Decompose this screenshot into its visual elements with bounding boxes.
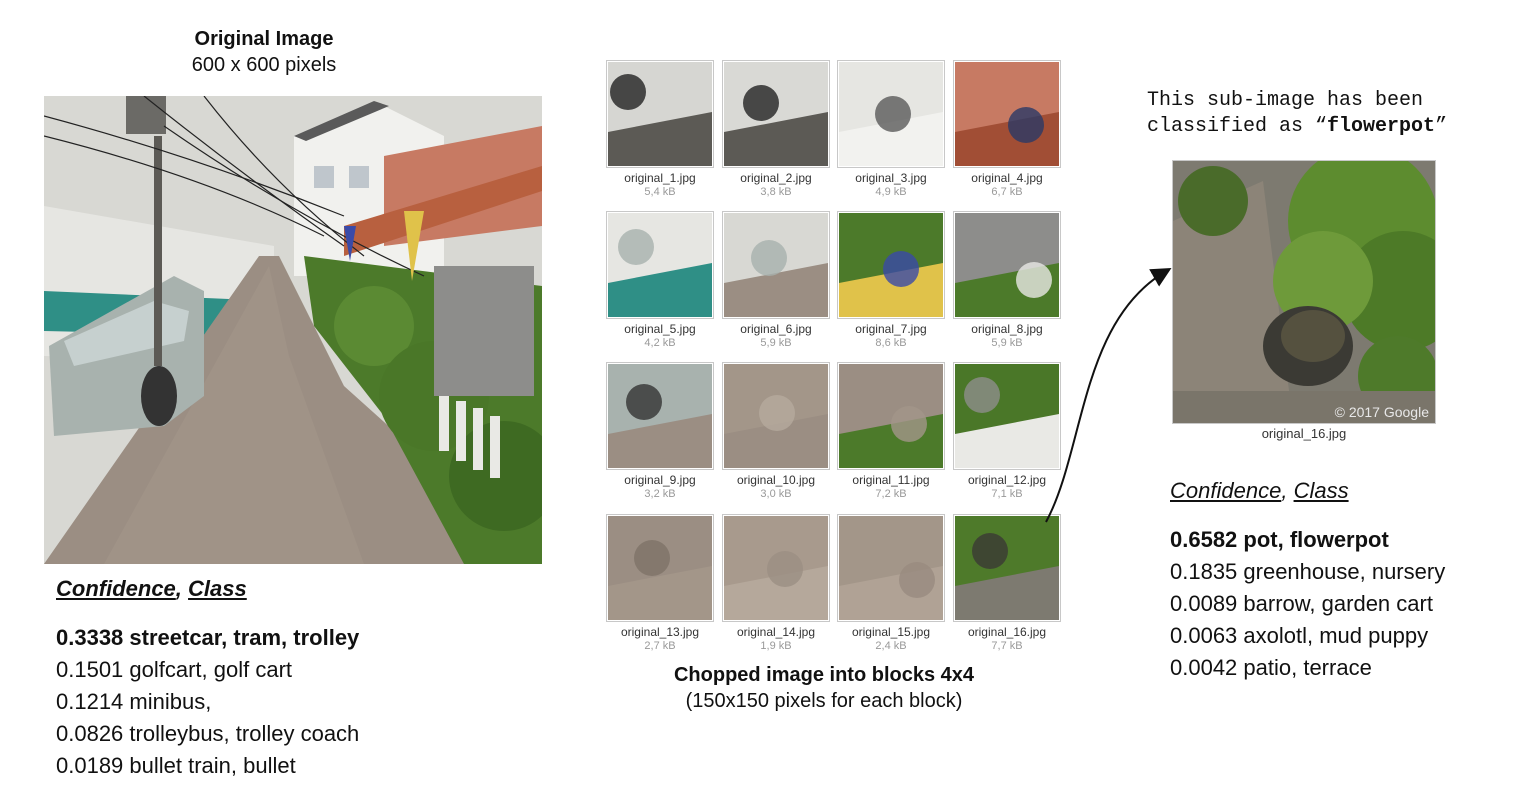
result-item: 0.0089 barrow, garden cart [1170,591,1433,616]
tile-filesize: 5,4 kB [644,186,676,198]
tile-filesize: 8,6 kB [875,337,907,349]
subimage-filename: original_16.jpg [1261,426,1347,441]
tile-filesize: 2,4 kB [875,640,907,652]
tile-filesize: 3,8 kB [760,186,792,198]
tile-filesize: 5,9 kB [760,337,792,349]
tile-filename: original_8.jpg [971,322,1043,336]
tile-filesize: 7,2 kB [875,488,907,500]
result-item: 0.0189 bullet train, bullet [56,753,296,778]
header-separator: , [1281,478,1288,503]
class-label: Class [1293,478,1349,503]
tile-filename: original_16.jpg [967,625,1047,639]
original-image-size: 600 x 600 pixels [191,54,337,76]
tile-filename: original_7.jpg [855,322,927,336]
original-image-title: Original Image [194,28,334,50]
tile-thumbnail [837,211,945,319]
tile-thumbnail [722,514,830,622]
confidence-label: Confidence [1170,478,1282,503]
tile-thumbnail [953,362,1061,470]
tile-thumbnail [953,60,1061,168]
tile-filesize: 3,2 kB [644,488,676,500]
left-results-header: Confidence, Class [56,576,247,602]
tile-thumbnail [606,60,714,168]
header-separator: , [175,576,182,601]
result-item: 0.1501 golfcart, golf cart [56,657,293,682]
right-results-list: 0.6582 pot, flowerpot 0.1835 greenhouse,… [1170,524,1445,684]
tile-filename: original_15.jpg [851,625,931,639]
tile-filename: original_11.jpg [852,473,930,487]
tile-filesize: 3,0 kB [760,488,792,500]
subimage-line-2: classified as “flowerpot” [1147,114,1517,140]
tile-filesize: 7,1 kB [991,488,1023,500]
tile-filename: original_4.jpg [971,171,1043,185]
tile-filename: original_10.jpg [736,473,816,487]
result-item: 0.0042 patio, terrace [1170,655,1372,680]
subimage-description: This sub-image has been classified as “f… [1147,88,1517,140]
tile-filename: original_1.jpg [624,171,696,185]
tile-thumbnail [606,211,714,319]
tile-filesize: 5,9 kB [991,337,1023,349]
tile-thumbnail [837,60,945,168]
result-item: 0.3338 streetcar, tram, trolley [56,625,360,650]
tile-filesize: 6,7 kB [991,186,1023,198]
tile-filename: original_6.jpg [740,322,812,336]
tile-thumbnail [606,362,714,470]
grid-caption: Chopped image into blocks 4x4 [673,664,975,686]
class-label: Class [188,576,247,601]
tile-filename: original_9.jpg [624,473,696,487]
tile-filename: original_13.jpg [620,625,700,639]
subimage-line-2-prefix: classified as “ [1147,115,1328,138]
tile-filesize: 2,7 kB [644,640,676,652]
subimage-line-1: This sub-image has been [1147,89,1424,112]
tile-filename: original_3.jpg [855,171,927,185]
original-street-photo [44,96,542,564]
left-results-list: 0.3338 streetcar, tram, trolley 0.1501 g… [56,622,359,782]
tile-filename: original_14.jpg [736,625,816,639]
result-item: 0.0063 axolotl, mud puppy [1170,623,1429,648]
tile-thumbnail [722,60,830,168]
tile-thumbnail [837,514,945,622]
tile-filesize: 7,7 kB [991,640,1023,652]
result-item: 0.6582 pot, flowerpot [1170,527,1389,552]
grid-subcaption: (150x150 pixels for each block) [685,690,963,712]
result-item: 0.1835 greenhouse, nursery [1170,559,1446,584]
result-item: 0.0826 trolleybus, trolley coach [56,721,360,746]
tile-thumbnail [722,362,830,470]
tile-thumbnail [953,211,1061,319]
google-watermark: © 2017 Google [1335,404,1430,420]
confidence-label: Confidence [56,576,176,601]
tile-thumbnail [606,514,714,622]
subimage-class: flowerpot [1327,115,1436,138]
result-item: 0.1214 minibus, [56,689,212,714]
tile-filename: original_5.jpg [624,322,696,336]
subimage-line-2-suffix: ” [1435,115,1448,138]
tile-filename: original_2.jpg [740,171,812,185]
tile-thumbnail [722,211,830,319]
tile-filename: original_12.jpg [967,473,1047,487]
tile-filesize: 4,9 kB [875,186,907,198]
tile-thumbnail [953,514,1061,622]
tile-filesize: 1,9 kB [760,640,792,652]
subimage-photo: © 2017 Google [1172,160,1436,424]
right-results-header: Confidence, Class [1170,478,1349,504]
tile-thumbnail [837,362,945,470]
tile-filesize: 4,2 kB [644,337,676,349]
